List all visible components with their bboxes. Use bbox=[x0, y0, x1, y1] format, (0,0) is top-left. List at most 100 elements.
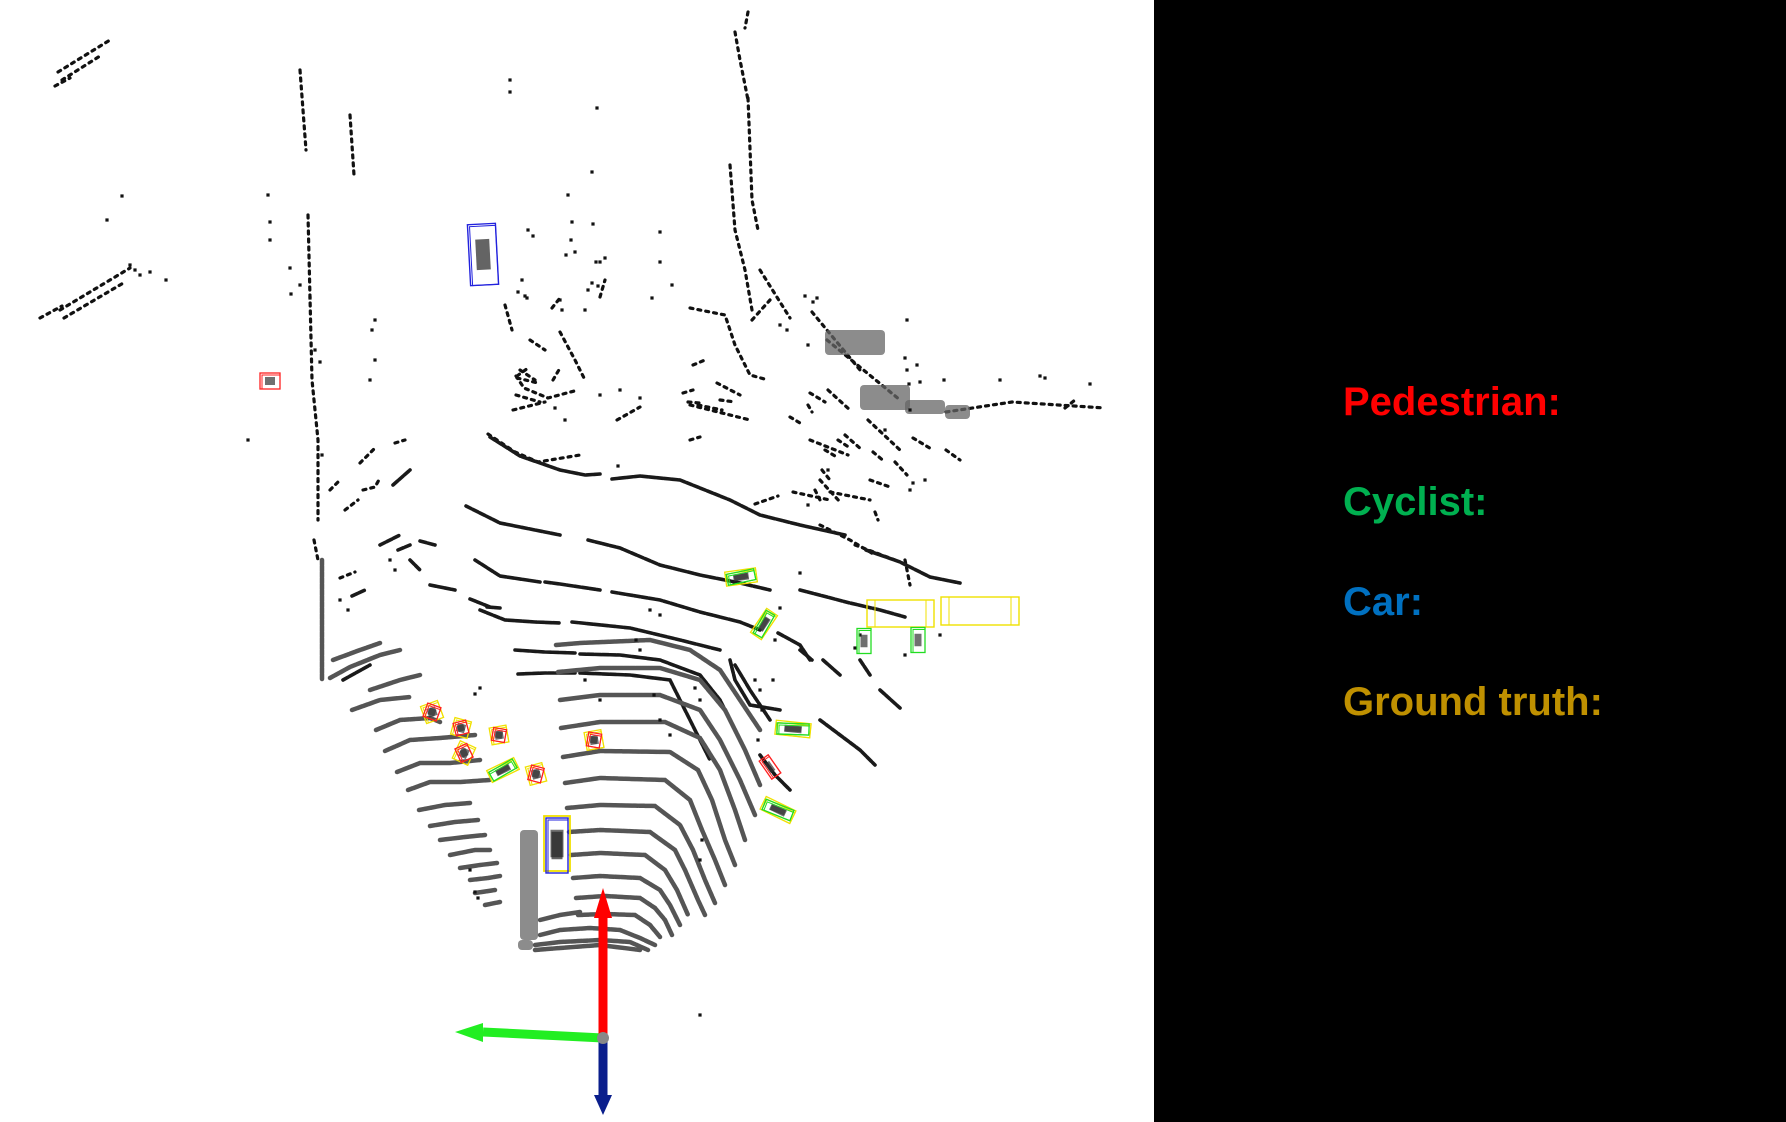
lidar-point bbox=[313, 348, 317, 352]
scan-ring-near bbox=[405, 777, 493, 793]
cyclist-box-points bbox=[784, 725, 802, 733]
lidar-point bbox=[658, 230, 662, 234]
scan-line-far bbox=[893, 460, 909, 477]
lidar-point bbox=[246, 438, 250, 442]
lidar-point bbox=[603, 256, 607, 260]
lidar-point bbox=[564, 253, 568, 257]
lidar-point bbox=[298, 283, 302, 287]
scan-line-far bbox=[820, 468, 832, 482]
lidar-point bbox=[595, 106, 599, 110]
lidar-point bbox=[473, 890, 477, 894]
cyclist-box-points bbox=[770, 804, 786, 816]
lidar-point bbox=[473, 692, 477, 696]
scan-line-far bbox=[715, 381, 742, 397]
scan-ring-near bbox=[553, 637, 763, 733]
cyclist-box-points bbox=[733, 572, 749, 582]
y-axis-arrow bbox=[482, 1027, 604, 1043]
lidar-point bbox=[905, 368, 909, 372]
scan-line-mid bbox=[473, 558, 542, 584]
scan-line-mid bbox=[341, 663, 372, 682]
lidar-point bbox=[560, 308, 564, 312]
scan-line-mid bbox=[408, 558, 422, 572]
point-cluster bbox=[520, 830, 538, 940]
lidar-point bbox=[806, 343, 810, 347]
scan-line-far bbox=[58, 266, 132, 312]
lidar-point bbox=[370, 328, 374, 332]
mid-scan-points bbox=[341, 435, 962, 792]
scan-line-far bbox=[515, 376, 540, 385]
scan-line-far bbox=[753, 494, 780, 506]
scan-line-far bbox=[486, 432, 582, 464]
lidar-point bbox=[858, 633, 862, 637]
lidar-point bbox=[566, 193, 570, 197]
lidar-point bbox=[811, 300, 815, 304]
scan-ring-near bbox=[349, 694, 413, 713]
scan-line-mid bbox=[798, 588, 907, 619]
cyclist-box-points bbox=[860, 634, 868, 648]
scan-line-mid bbox=[570, 620, 722, 652]
lidar-point bbox=[393, 568, 397, 572]
scan-line-far bbox=[696, 403, 724, 412]
lidar-point bbox=[911, 481, 915, 485]
scan-line-far bbox=[944, 448, 962, 462]
lidar-point bbox=[773, 638, 777, 642]
lidar-point bbox=[806, 503, 810, 507]
cyclist-box bbox=[776, 722, 810, 736]
ground-truth-box bbox=[940, 596, 1020, 626]
lidar-point bbox=[652, 693, 656, 697]
lidar-point bbox=[591, 222, 595, 226]
scan-line-far bbox=[823, 448, 837, 458]
scan-line-far bbox=[598, 278, 607, 299]
lidar-point bbox=[598, 393, 602, 397]
scan-line-far bbox=[843, 433, 864, 452]
scan-line-mid bbox=[350, 588, 367, 598]
pedestrian-box bbox=[758, 753, 782, 781]
scan-ring-near bbox=[568, 850, 691, 918]
pedestrian-box-inner-outline bbox=[529, 766, 545, 784]
detection-boxes bbox=[259, 222, 926, 874]
scan-line-far bbox=[338, 570, 357, 580]
lidar-point bbox=[756, 738, 760, 742]
scan-line-far bbox=[750, 298, 772, 322]
y-axis-arrowhead-icon bbox=[455, 1023, 483, 1042]
lidar-point bbox=[569, 238, 573, 242]
pedestrian-box-points bbox=[265, 377, 275, 385]
lidar-point bbox=[526, 228, 530, 232]
lidar-point bbox=[596, 284, 600, 288]
lidar-point bbox=[908, 408, 912, 412]
scan-line-far bbox=[53, 76, 72, 88]
lidar-point bbox=[618, 388, 622, 392]
lidar-point bbox=[590, 281, 594, 285]
scan-ring-near bbox=[575, 911, 663, 940]
lidar-point bbox=[658, 260, 662, 264]
legend-panel: Pedestrian: Cyclist: Car: Ground truth: bbox=[1154, 0, 1786, 1122]
scan-line-mid bbox=[428, 583, 457, 592]
lidar-point bbox=[598, 260, 602, 264]
lidar-point bbox=[942, 378, 946, 382]
scan-line-far bbox=[514, 374, 580, 400]
cyclist-box-inner-outline bbox=[778, 724, 810, 736]
pedestrian-box bbox=[422, 702, 442, 722]
scan-line-far bbox=[718, 398, 737, 404]
lidar-point bbox=[907, 382, 911, 386]
legend-cyclist: Cyclist: bbox=[1343, 480, 1488, 524]
scan-ring-near bbox=[562, 775, 728, 888]
scan-ring-near bbox=[437, 832, 488, 843]
cyclist-box bbox=[487, 758, 519, 782]
lidar-point bbox=[803, 294, 807, 298]
car-box-inner-outline bbox=[468, 224, 500, 287]
coordinate-axes-gizmo bbox=[455, 888, 612, 1115]
lidar-point bbox=[583, 678, 587, 682]
scan-ring-near bbox=[537, 909, 583, 923]
scan-ring-near bbox=[560, 748, 738, 868]
scan-line-mid bbox=[818, 718, 877, 767]
cyclist-box bbox=[752, 609, 776, 639]
lidar-point bbox=[338, 598, 342, 602]
lidar-point bbox=[908, 488, 912, 492]
pedestrian-box bbox=[454, 742, 474, 764]
scatter-points bbox=[105, 78, 1092, 1017]
point-cluster bbox=[860, 385, 910, 410]
pedestrian-box-inner-outline bbox=[587, 733, 602, 749]
pedestrian-box-points bbox=[590, 735, 598, 745]
scan-ring-near bbox=[532, 942, 643, 953]
